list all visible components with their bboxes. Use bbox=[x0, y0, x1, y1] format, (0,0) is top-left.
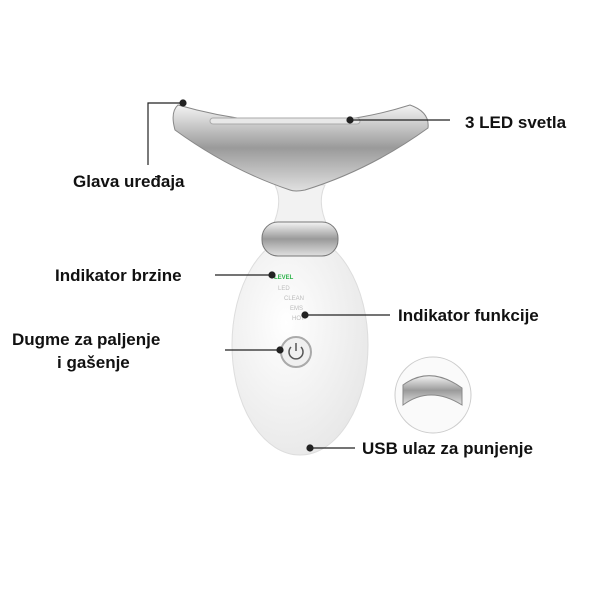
mode-ems: EMS bbox=[290, 306, 303, 312]
label-led-lights: 3 LED svetla bbox=[465, 113, 567, 132]
power-icon bbox=[288, 346, 304, 360]
usb-port-inset bbox=[394, 356, 472, 434]
level-text: LEVEL bbox=[274, 275, 294, 281]
callout-lines bbox=[147, 99, 450, 452]
mode-hot: HOT bbox=[292, 316, 305, 322]
label-device-head: Glava uređaja bbox=[73, 172, 185, 191]
mode-clean: CLEAN bbox=[284, 296, 304, 302]
label-power-button-2: i gašenje bbox=[57, 353, 130, 372]
mode-led: LED bbox=[278, 286, 290, 292]
label-speed-indicator: Indikator brzine bbox=[55, 266, 182, 285]
power-button[interactable] bbox=[280, 336, 312, 368]
label-usb-port: USB ulaz za punjenje bbox=[362, 439, 533, 458]
label-power-button-1: Dugme za paljenje bbox=[12, 330, 161, 349]
label-function-indicator: Indikator funkcije bbox=[398, 306, 539, 325]
